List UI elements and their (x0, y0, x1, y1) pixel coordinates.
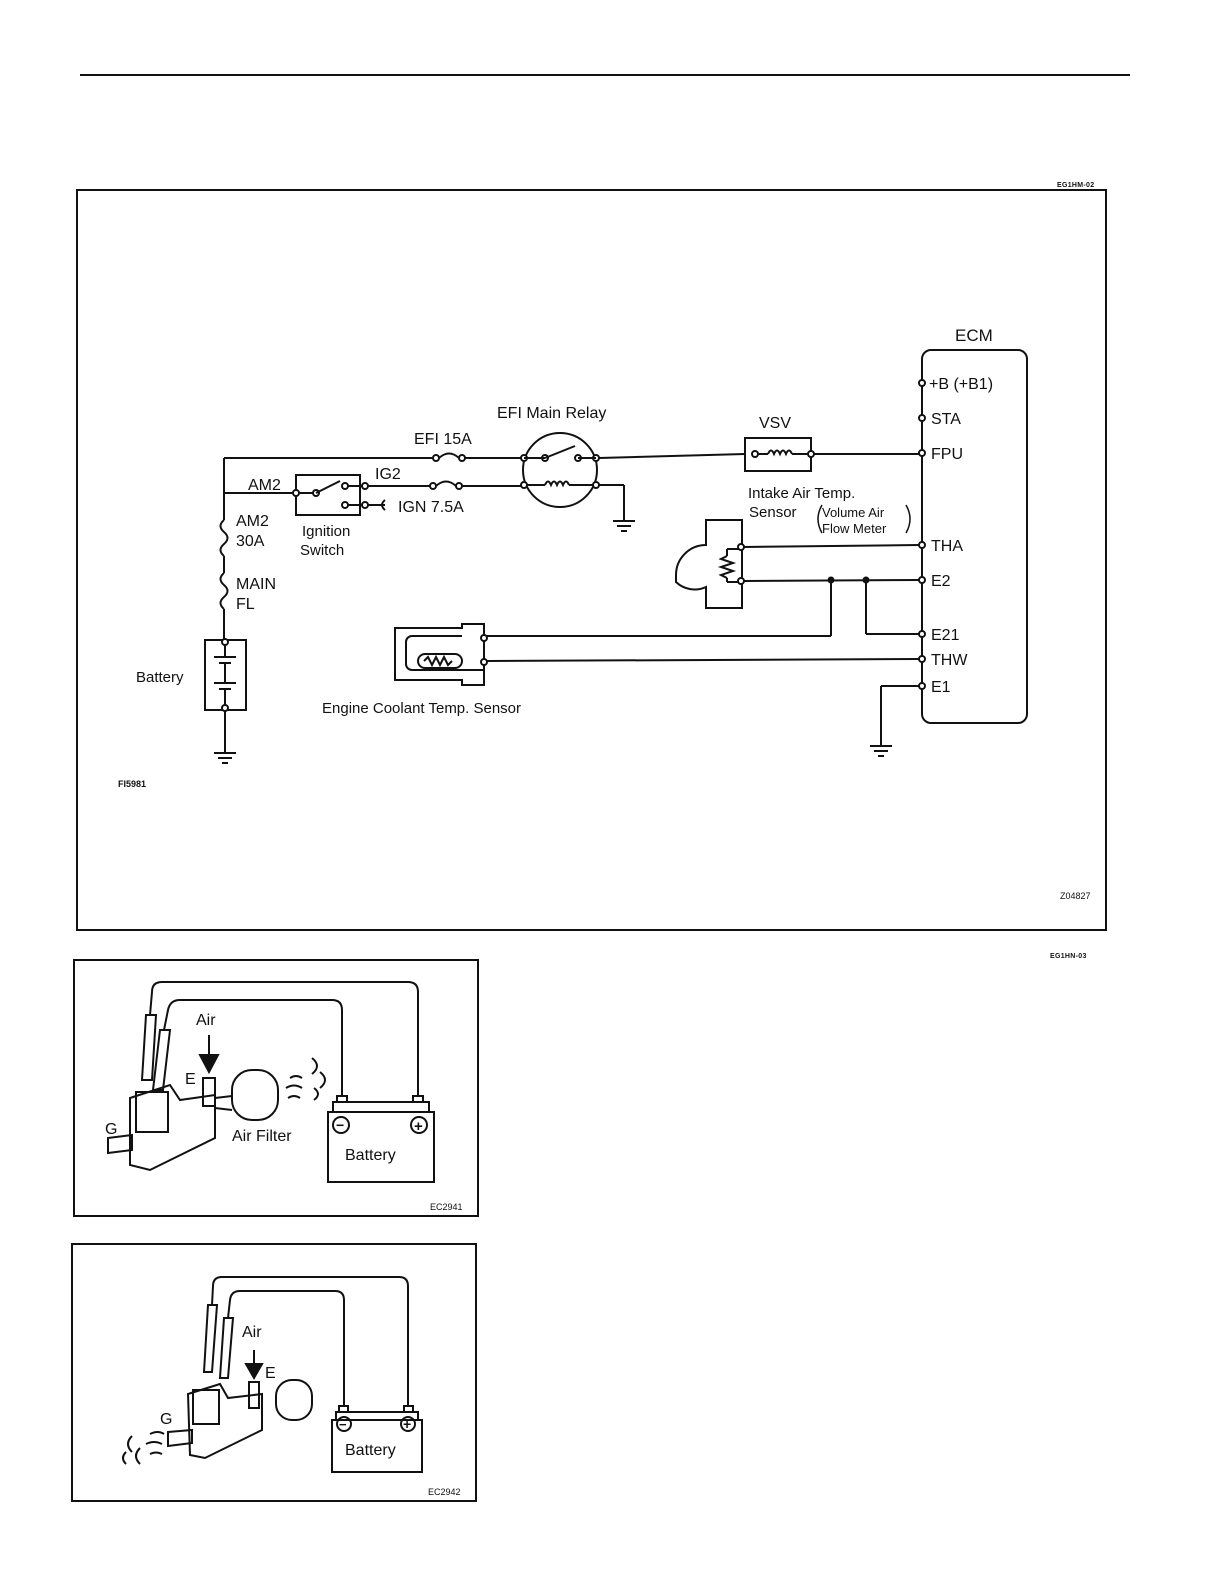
ecm-terminal-e1: E1 (931, 679, 951, 696)
main-fuse-label: MAIN (236, 576, 276, 593)
figure-1-minus-terminal: − (336, 1117, 344, 1133)
ignition-switch-label-1: Ignition (302, 523, 350, 540)
figure-1-plus-terminal: + (414, 1118, 423, 1135)
ecm-terminal-e2: E2 (931, 573, 951, 590)
efi-fuse-label: EFI 15A (414, 431, 472, 448)
ecm-terminal-sta: STA (931, 411, 961, 428)
figure-code-left: FI5981 (118, 779, 146, 789)
vsv-label: VSV (759, 415, 791, 432)
figure-1-port-e: E (185, 1071, 196, 1088)
am2-wire-label: AM2 (248, 477, 281, 494)
figure-code-right: Z04827 (1060, 891, 1091, 901)
coolant-sensor-label: Engine Coolant Temp. Sensor (322, 700, 521, 717)
ignition-switch (296, 475, 360, 515)
figure-1-port-g: G (105, 1121, 117, 1138)
figure-1-air-filter-label: Air Filter (232, 1128, 292, 1145)
ignition-switch-label-2: Switch (300, 542, 344, 559)
wiring-labels: ECM +B (+B1) STA FPU THA E2 E21 THW E1 E… (118, 326, 1091, 901)
ig2-label: IG2 (375, 466, 401, 483)
am2-fuse-rating: 30A (236, 533, 265, 550)
figure-2-battery-label: Battery (345, 1442, 396, 1459)
figure-2-minus-terminal: − (339, 1417, 347, 1432)
vaf-label-1: Volume Air (822, 505, 885, 520)
ecm-terminal-tha: THA (931, 538, 963, 555)
ecm-title: ECM (955, 326, 993, 345)
efi-main-relay (523, 433, 597, 507)
ecm-terminal-e21: E21 (931, 627, 960, 644)
wiring-diagram (77, 190, 1106, 930)
figure-2-port-g: G (160, 1411, 172, 1428)
ecm-terminal-thw: THW (931, 652, 968, 669)
ecm-terminal-b: +B (+B1) (929, 376, 993, 393)
am2-fuse-label: AM2 (236, 513, 269, 530)
figure-2-port-e: E (265, 1365, 276, 1382)
figure-1-air-label: Air (196, 1012, 216, 1029)
main-fuse-rating: FL (236, 596, 255, 613)
vsv-test-figure-1 (74, 960, 478, 1216)
vaf-label-2: Flow Meter (822, 521, 887, 536)
figure-2-code: EC2942 (428, 1487, 461, 1497)
ecm-terminal-fpu: FPU (931, 446, 963, 463)
battery-label: Battery (136, 669, 184, 686)
intake-sensor-label-1: Intake Air Temp. (748, 485, 855, 502)
figure-2-air-label: Air (242, 1324, 262, 1341)
figure-2-plus-terminal: + (403, 1416, 411, 1432)
figure-1-battery-label: Battery (345, 1147, 396, 1164)
ign-fuse-label: IGN 7.5A (398, 499, 464, 516)
diagram-frame (77, 190, 1106, 930)
intake-sensor-label-2: Sensor (749, 504, 797, 521)
figure-1-code: EC2941 (430, 1202, 463, 1212)
efi-main-relay-label: EFI Main Relay (497, 405, 606, 422)
figure-2-vsv (188, 1384, 262, 1458)
